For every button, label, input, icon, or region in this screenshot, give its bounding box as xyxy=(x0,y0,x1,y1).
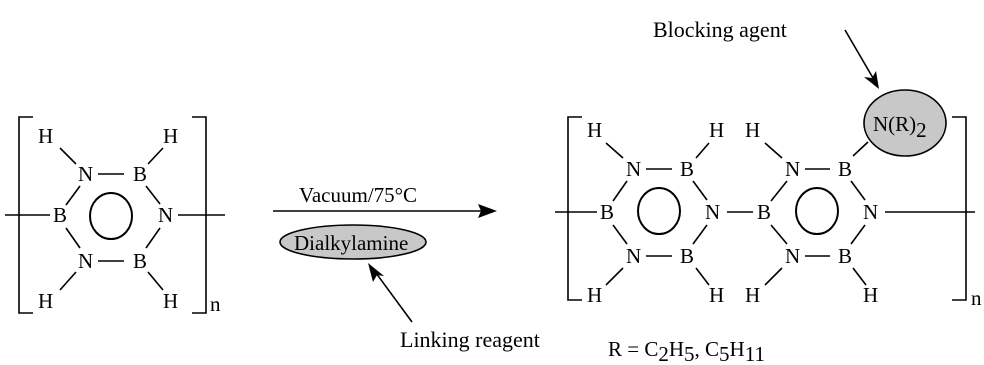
atom-n: N xyxy=(785,244,800,268)
atom-b: B xyxy=(680,157,694,181)
left-bracket xyxy=(567,116,582,301)
atom-h: H xyxy=(709,118,724,142)
blocking-pointer-arrowhead xyxy=(864,71,879,89)
atom-n: N xyxy=(626,157,641,181)
bond xyxy=(612,224,628,245)
bond xyxy=(612,180,628,202)
bond xyxy=(605,267,624,286)
bond xyxy=(852,267,867,286)
product-dimer: n H H N B B N N B H H H N B B N N B H H xyxy=(555,17,982,365)
atom-b: B xyxy=(680,244,694,268)
linking-pointer-arrow xyxy=(375,272,413,323)
atom-n: N xyxy=(785,157,800,181)
reactant-monomer: n H H N B B N N B H H xyxy=(5,116,225,316)
reaction-arrowhead xyxy=(478,204,497,218)
atom-h: H xyxy=(587,283,602,307)
atom-n: N xyxy=(78,249,93,273)
atom-b: B xyxy=(600,200,614,224)
atom-h: H xyxy=(38,124,53,148)
atom-h: H xyxy=(863,283,878,307)
atom-h: H xyxy=(163,289,178,313)
bond xyxy=(850,224,866,245)
atom-n: N xyxy=(863,200,878,224)
linking-reagent-label: Linking reagent xyxy=(400,327,540,352)
bond xyxy=(692,180,708,201)
bond xyxy=(147,271,164,291)
atom-h: H xyxy=(587,118,602,142)
atom-h: H xyxy=(709,283,724,307)
bond xyxy=(770,180,788,202)
atom-h: H xyxy=(163,124,178,148)
r-group-definition: R = C2H5, C5H11 xyxy=(608,337,765,365)
aromatic-ring xyxy=(795,187,839,235)
repeat-subscript-n: n xyxy=(971,286,982,310)
atom-b: B xyxy=(133,249,147,273)
bond xyxy=(65,185,81,206)
atom-n: N xyxy=(705,200,720,224)
bond xyxy=(145,185,161,205)
aromatic-ring xyxy=(89,192,133,240)
aromatic-ring xyxy=(637,187,681,235)
bond xyxy=(692,224,708,245)
atom-h: H xyxy=(745,283,760,307)
blocking-agent-label: Blocking agent xyxy=(653,17,787,42)
atom-h: H xyxy=(38,289,53,313)
repeat-subscript-n: n xyxy=(210,292,221,316)
atom-h: H xyxy=(745,118,760,142)
bond xyxy=(59,147,77,165)
bond xyxy=(147,147,164,165)
atom-b: B xyxy=(757,200,771,224)
reagent-name: Dialkylamine xyxy=(294,231,408,255)
bond xyxy=(695,267,710,286)
bond xyxy=(850,180,866,201)
atom-b: B xyxy=(133,162,147,186)
atom-b: B xyxy=(838,157,852,181)
atom-b: B xyxy=(838,244,852,268)
atom-n: N xyxy=(626,244,641,268)
bond xyxy=(695,142,710,159)
atom-b: B xyxy=(53,203,67,227)
dialkylamine-reagent-ellipse xyxy=(279,224,427,260)
bond xyxy=(764,267,783,286)
bond xyxy=(59,271,77,291)
bond xyxy=(145,227,161,249)
reaction-conditions: Vacuum/75°C xyxy=(299,183,417,207)
bond xyxy=(764,142,783,159)
bond xyxy=(770,224,788,245)
atom-n: N xyxy=(158,203,173,227)
reaction-arrow-group: Vacuum/75°C Dialkylamine Linking reagent xyxy=(273,183,540,352)
bond xyxy=(852,141,869,157)
linking-pointer-arrowhead xyxy=(368,263,384,282)
bond xyxy=(65,227,81,249)
bond xyxy=(605,142,624,159)
blocking-group-ellipse xyxy=(863,89,947,157)
right-bracket xyxy=(952,116,967,301)
blocking-pointer-arrow xyxy=(844,29,874,79)
blocking-group-formula: N(R)2 xyxy=(873,112,927,142)
atom-n: N xyxy=(78,162,93,186)
